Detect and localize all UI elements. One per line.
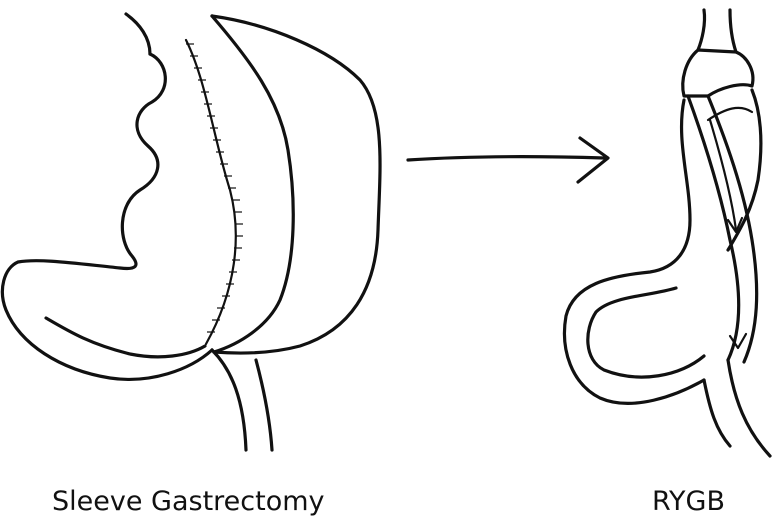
roux-flow-arrow — [708, 118, 738, 232]
rygb-label: RYGB — [652, 486, 725, 517]
gastric-pouch — [681, 48, 755, 98]
sleeve-inner-curve — [44, 316, 207, 359]
duodenum-left — [210, 348, 248, 452]
excised-portion-inner-edge — [210, 14, 295, 354]
remnant-stomach-inner — [586, 286, 706, 379]
arrow-head — [576, 136, 610, 184]
excised-stomach-portion — [210, 14, 382, 355]
removed-stomach-outline — [0, 52, 214, 381]
staple-line — [184, 38, 237, 346]
remnant-stomach-right — [726, 88, 763, 252]
roux-limb-right — [706, 94, 759, 364]
arrow-shaft — [406, 155, 606, 162]
duodenum-right — [254, 358, 274, 452]
rygb-illustration — [562, 8, 772, 458]
roux-limb-left — [686, 94, 741, 362]
rygb-esophagus-right — [728, 8, 738, 54]
rygb-staple-line — [706, 106, 754, 122]
rygb-esophagus-left — [696, 8, 707, 52]
remnant-stomach-outline — [562, 98, 706, 405]
roux-flow-arrowhead-1 — [726, 216, 744, 234]
esophagus-left-wall — [124, 12, 152, 56]
roux-flow-arrowhead-2 — [728, 332, 748, 350]
jejunum-right — [726, 358, 772, 458]
sleeve-gastrectomy-label: Sleeve Gastrectomy — [52, 486, 325, 517]
staple-hatch-marks — [186, 43, 243, 333]
jejunum-left — [702, 378, 732, 448]
sleeve-gastrectomy-illustration — [0, 12, 382, 452]
transition-arrow — [406, 136, 610, 184]
